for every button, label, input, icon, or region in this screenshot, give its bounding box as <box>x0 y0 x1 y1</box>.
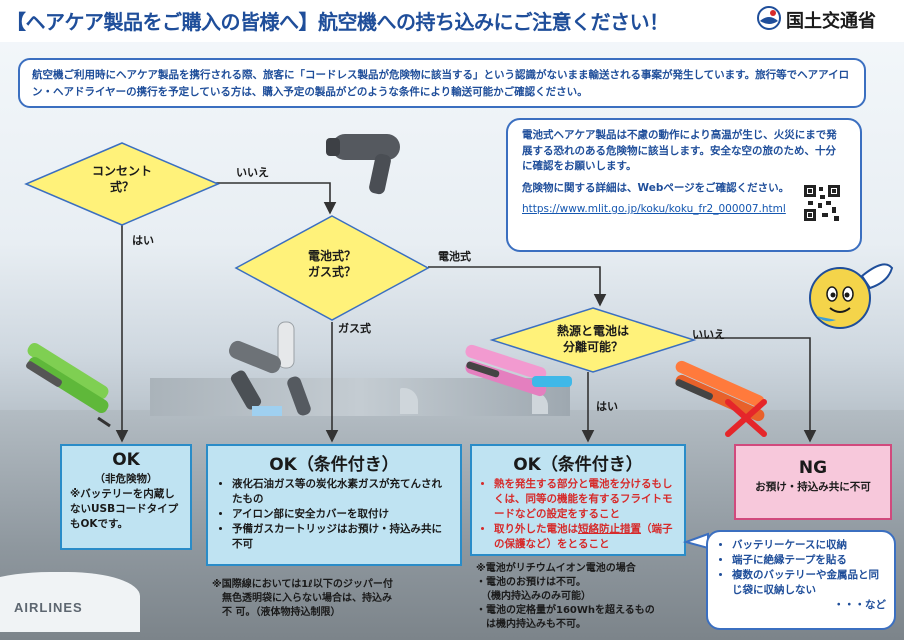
battery-note-line: ・電池の定格量が160Whを超えるもの <box>476 605 655 616</box>
plane-tail <box>400 388 418 414</box>
result-ok-plain-heading: OK <box>112 450 140 470</box>
ministry-name: 国土交通省 <box>786 11 876 32</box>
item-2-pre: 取り外した電池は <box>494 523 578 535</box>
prohibited-x-icon <box>725 399 767 437</box>
edge-q1-no: いいえ <box>236 166 269 179</box>
question-1-line1: コンセント <box>91 164 152 178</box>
result-ok-plain: OK （非危険物） ※バッテリーを内蔵しないUSBコードタイプもOKです。 <box>60 444 192 550</box>
edge-q1-yes: はい <box>132 234 154 247</box>
question-1-label: コンセント 式？ <box>64 163 180 195</box>
gas-note: ※国際線においては1ℓ以下のジッパー付 無色透明袋に入らない場合は、持込み 不 … <box>212 578 393 620</box>
question-3-label: 熱源と電池は 分離可能？ <box>534 323 652 355</box>
gas-note-line: ※国際線においては1ℓ以下のジッパー付 <box>212 579 393 590</box>
item-2-emphasis: 短絡防止措置 <box>578 523 641 535</box>
hair-dryer-icon <box>326 134 400 195</box>
mascot-icon <box>809 263 894 329</box>
result-ok-gas-item: アイロン部に安全カバーを取付け <box>232 507 452 522</box>
item-2-post: （端子の保護など）をとること <box>494 523 673 550</box>
plane-tail <box>532 392 548 414</box>
page-title: 【ヘアケア製品をご購入の皆様へ】航空機への持ち込みにご注意ください！ <box>6 10 669 34</box>
gas-note-line: 無色透明袋に入らない場合は、持込み <box>212 593 392 604</box>
question-3-line1: 熱源と電池は <box>556 324 629 338</box>
result-ng: NG お預け・持込み共に不可 <box>734 444 892 520</box>
question-1-line2: 式？ <box>109 180 134 194</box>
edge-q2-gas: ガス式 <box>338 322 371 335</box>
question-1-diamond <box>24 142 220 226</box>
result-ok-battery-item-1: 熱を発生する部分と電池を分けるもしくは、同等の機能を有するフライトモードなどの設… <box>494 477 678 522</box>
battery-note-line: （機内持込みのみ可能） <box>476 591 591 602</box>
result-ok-battery-heading: OK（条件付き） <box>513 455 643 475</box>
bubble-text-1: 電池式ヘアケア製品は不慮の動作により高温が生じ、火災にまで発展する恐れのある危険… <box>522 129 837 172</box>
result-ok-gas-heading: OK（条件付き） <box>269 455 399 475</box>
question-2-label: 電池式？ ガス式？ <box>276 248 388 280</box>
qr-code-icon[interactable] <box>802 183 842 223</box>
intro-text: 航空機ご利用時にヘアケア製品を携行される際、旅客に「コードレス製品が危険物に該当… <box>32 69 850 98</box>
question-3-diamond <box>489 307 697 373</box>
result-ok-gas-item: 液化石油ガス等の炭化水素ガスが充てんされたもの <box>232 477 452 507</box>
battery-tips-callout: バッテリーケースに収納 端子に絶縁テープを貼る 複数のバッテリーや金属品と同じ袋… <box>706 530 896 630</box>
battery-note-line: ※電池がリチウムイオン電池の場合 <box>476 563 636 574</box>
question-2-line2: ガス式？ <box>307 265 356 279</box>
result-ng-heading: NG <box>798 458 828 478</box>
airplane-fuselage <box>0 572 140 632</box>
mlit-logo-icon <box>757 6 781 30</box>
result-ok-battery-item-2: 取り外した電池は短絡防止措置（端子の保護など）をとること <box>494 522 678 552</box>
battery-note-line: ・電池のお預けは不可。 <box>476 577 586 588</box>
result-ok-gas-list: 液化石油ガス等の炭化水素ガスが充てんされたもの アイロン部に安全カバーを取付け … <box>216 477 452 552</box>
edge-q3-no: いいえ <box>692 328 725 341</box>
airplane-lettering: AIRLINES <box>14 600 83 615</box>
hair-iron-pink-icon <box>465 344 572 397</box>
title-bar <box>0 0 904 42</box>
edge-q3-yes: はい <box>596 400 618 413</box>
result-ok-gas: OK（条件付き） 液化石油ガス等の炭化水素ガスが充てんされたもの アイロン部に安… <box>206 444 462 566</box>
battery-note: ※電池がリチウムイオン電池の場合 ・電池のお預けは不可。 （機内持込みのみ可能）… <box>476 562 655 632</box>
hair-iron-orange-icon <box>675 360 765 422</box>
intro-box: 航空機ご利用時にヘアケア製品を携行される際、旅客に「コードレス製品が危険物に該当… <box>18 58 866 108</box>
result-ok-plain-text: ※バッテリーを内蔵しないUSBコードタイプもOKです。 <box>70 488 179 530</box>
battery-tips-etc: ・・・など <box>833 599 887 611</box>
battery-tips-list: バッテリーケースに収納 端子に絶縁テープを貼る 複数のバッテリーや金属品と同じ袋… <box>718 538 886 598</box>
bubble-text-2: 危険物に関する詳細は、Webページをご確認ください。 <box>522 181 790 194</box>
question-2-line1: 電池式？ <box>307 249 356 263</box>
result-ok-battery-list: 熱を発生する部分と電池を分けるもしくは、同等の機能を有するフライトモードなどの設… <box>478 477 678 552</box>
gas-note-line: 不 可。（液体物持込制限） <box>212 607 341 618</box>
edge-q2-battery: 電池式 <box>438 250 471 263</box>
result-ok-battery: OK（条件付き） 熱を発生する部分と電池を分けるもしくは、同等の機能を有するフラ… <box>470 444 686 556</box>
result-ok-gas-item: 予備ガスカートリッジはお預け・持込み共に不可 <box>232 522 452 552</box>
battery-tip: 複数のバッテリーや金属品と同じ袋に収納しない <box>732 568 886 598</box>
battery-tip: バッテリーケースに収納 <box>732 538 886 553</box>
question-3-line2: 分離可能？ <box>562 340 623 354</box>
result-ng-text: お預け・持込み共に不可 <box>755 481 871 493</box>
question-2-diamond <box>234 215 430 321</box>
mlit-webpage-link[interactable]: https://www.mlit.go.jp/koku/koku_fr2_000… <box>522 203 786 215</box>
hair-iron-green-icon <box>26 342 111 428</box>
result-ok-plain-sub: （非危険物） <box>94 473 158 485</box>
battery-tip: 端子に絶縁テープを貼る <box>732 553 886 568</box>
gas-curler-icon <box>229 321 311 416</box>
terminal-building <box>150 378 570 416</box>
battery-note-line: は機内持込みも不可。 <box>476 619 586 630</box>
